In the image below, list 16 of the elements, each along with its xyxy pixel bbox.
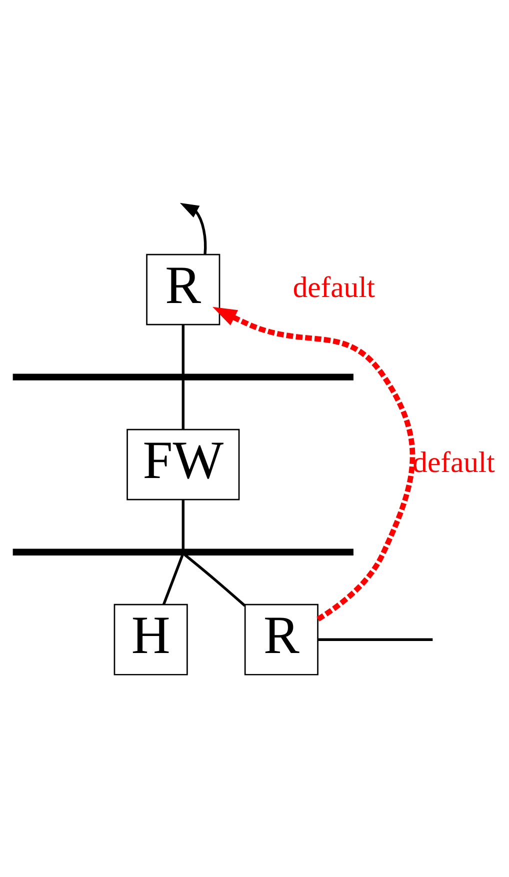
- arrow: [180, 202, 207, 254]
- connector: [182, 379, 184, 429]
- connector: [184, 553, 246, 606]
- connector: [318, 638, 433, 640]
- connector: [182, 499, 184, 549]
- edge-label: default: [412, 446, 495, 479]
- label: default: [292, 272, 376, 304]
- node-box: H: [114, 603, 188, 675]
- connector: [182, 324, 184, 374]
- node-bar: [12, 373, 354, 380]
- arrow: [212, 306, 415, 621]
- node-box: R: [146, 253, 220, 325]
- node-box: FW: [126, 428, 240, 500]
- connector: [162, 554, 184, 604]
- node-bar: [12, 548, 354, 555]
- node-box: R: [244, 603, 318, 675]
